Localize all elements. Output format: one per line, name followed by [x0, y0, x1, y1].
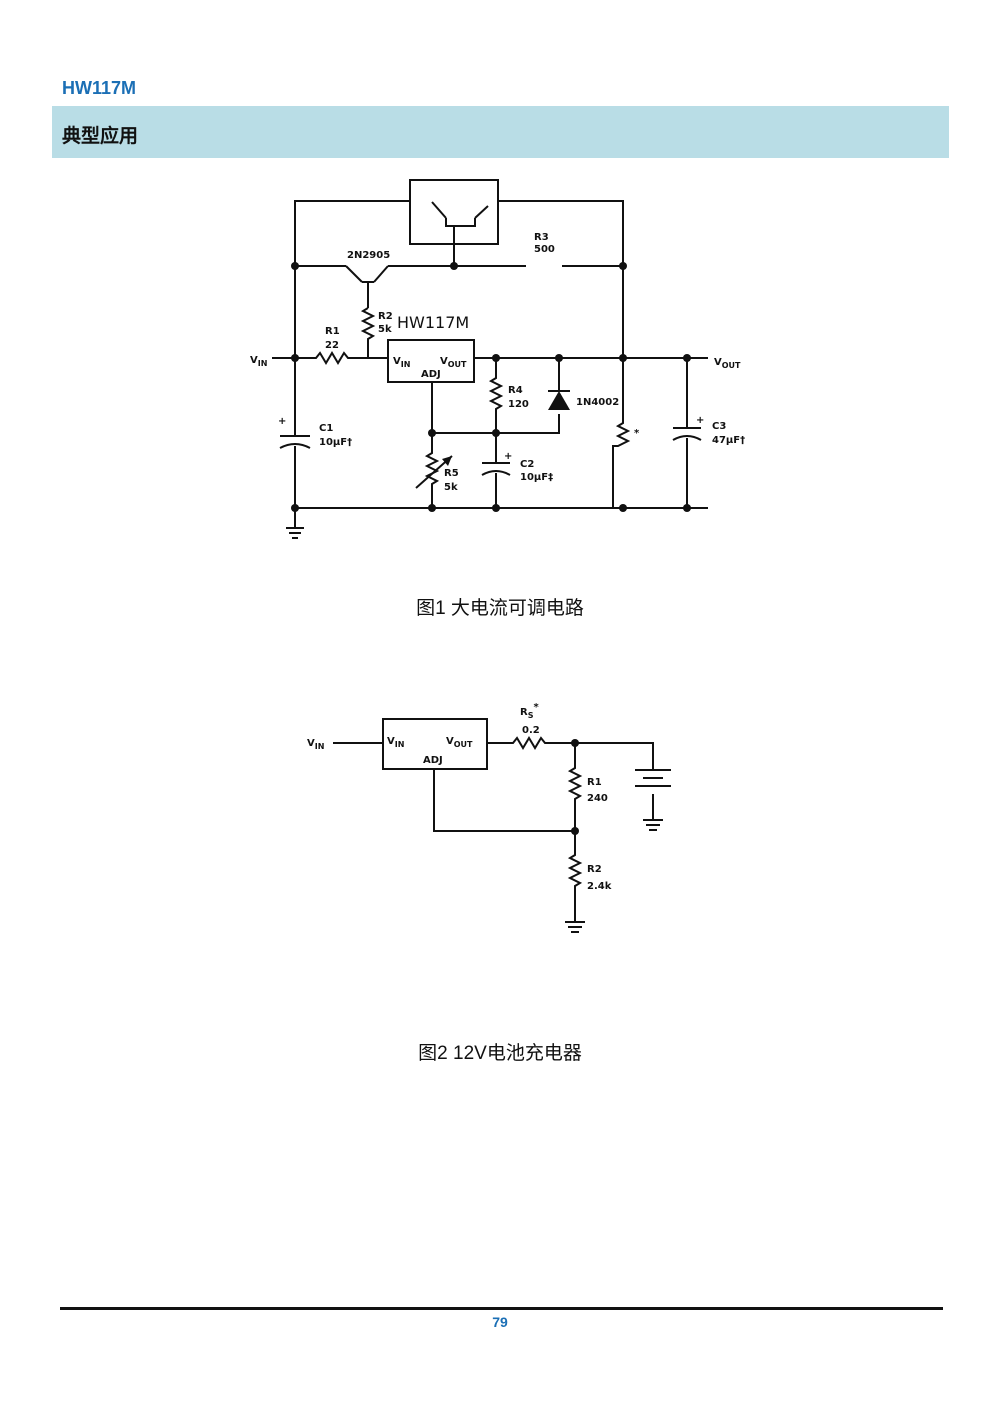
- fig1-wires: [272, 179, 708, 539]
- vin-label: V: [250, 355, 258, 366]
- svg-text:+: +: [696, 415, 704, 426]
- fig1-junctions: [291, 262, 691, 512]
- chip-label: HW117M: [397, 313, 469, 332]
- r1-name: R1: [325, 326, 340, 337]
- r2-value: 5k: [378, 324, 392, 335]
- svg-text:VIN: VIN: [307, 738, 324, 751]
- fig2-junction-mid: [571, 827, 579, 835]
- section-header-bar: 典型应用: [52, 106, 949, 158]
- r1-value: 22: [325, 340, 339, 351]
- c2-name: C2: [520, 459, 534, 470]
- c1-name: C1: [319, 423, 333, 434]
- vout-label: V: [714, 357, 722, 368]
- figure-2-caption: 图2 12V电池充电器: [418, 1043, 582, 1064]
- svg-text:VIN: VIN: [250, 355, 267, 368]
- svg-text:VOUT: VOUT: [714, 357, 741, 370]
- fig2-r2-name: R2: [587, 864, 602, 875]
- rs-sub: S: [528, 711, 534, 720]
- ic1-vin-sub: IN: [401, 360, 411, 369]
- rs-name: R: [520, 707, 528, 718]
- ic1-vout-sub: OUT: [448, 360, 467, 369]
- ic1-adj-label: ADJ: [421, 369, 441, 380]
- fig2-ic-vin-label: V: [387, 736, 395, 747]
- fig2-wires: [333, 718, 671, 933]
- vout-sub: OUT: [722, 361, 741, 370]
- svg-text:VOUT: VOUT: [446, 736, 473, 749]
- ic1-vin-label: V: [393, 356, 401, 367]
- fig2-junction-top: [571, 739, 579, 747]
- diode-label: 1N4002: [576, 397, 619, 408]
- footer-rule: [60, 1307, 943, 1310]
- svg-text:RS*: RS*: [520, 702, 539, 720]
- section-title: 典型应用: [62, 126, 139, 147]
- r2-name: R2: [378, 311, 393, 322]
- vin-sub: IN: [258, 359, 268, 368]
- r5-name: R5: [444, 468, 459, 479]
- figure-1-schematic: 2N2905 R3 500 R2 5k HW117M R1 22 VIN VIN…: [250, 178, 750, 548]
- figure-1-caption: 图1 大电流可调电路: [416, 598, 584, 619]
- rs-value: 0.2: [522, 725, 540, 736]
- figure-2-schematic: VIN VIN VOUT ADJ RS* 0.2 R1 240 R2 2.4k: [305, 700, 685, 950]
- r5-value: 5k: [444, 482, 458, 493]
- fig2-vin-sub: IN: [315, 742, 325, 751]
- svg-text:VIN: VIN: [393, 356, 410, 369]
- fig2-r1-value: 240: [587, 793, 608, 804]
- c3-name: C3: [712, 421, 726, 432]
- r-star: *: [634, 428, 640, 439]
- svg-text:VIN: VIN: [387, 736, 404, 749]
- fig2-ic-adj-label: ADJ: [423, 755, 443, 766]
- page-number: 79: [492, 1314, 508, 1330]
- fig2-ic-vout-sub: OUT: [454, 740, 473, 749]
- transistor-label: 2N2905: [347, 250, 390, 261]
- r3-name: R3: [534, 232, 549, 243]
- fig2-vin-label: V: [307, 738, 315, 749]
- svg-text:+: +: [278, 416, 286, 427]
- c2-value: 10μF‡: [520, 472, 553, 483]
- rs-star: *: [533, 702, 539, 713]
- r4-value: 120: [508, 399, 529, 410]
- document-title: HW117M: [62, 78, 137, 98]
- svg-text:VOUT: VOUT: [440, 356, 467, 369]
- fig2-ic-vin-sub: IN: [395, 740, 405, 749]
- r4-name: R4: [508, 385, 523, 396]
- fig2-ic-vout-label: V: [446, 736, 454, 747]
- ic1-vout-label: V: [440, 356, 448, 367]
- fig2-r1-name: R1: [587, 777, 602, 788]
- svg-text:+: +: [504, 451, 512, 462]
- c1-value: 10μF†: [319, 437, 352, 448]
- c3-value: 47μF†: [712, 435, 745, 446]
- r3-value: 500: [534, 244, 555, 255]
- fig2-r2-value: 2.4k: [587, 881, 612, 892]
